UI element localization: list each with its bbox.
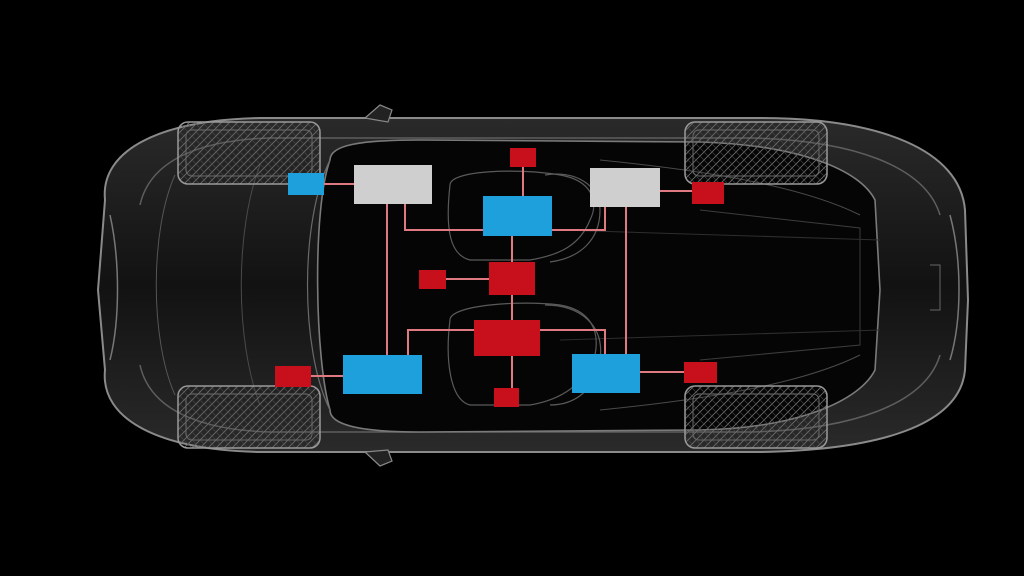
tire-front-right-icon [684,121,828,185]
module-blue-center [483,196,552,236]
module-red-top [510,148,536,167]
module-gray-front-right [590,168,660,207]
modules [275,148,724,407]
module-red-front-right-wheel [692,182,724,204]
tire-rear-left-icon [177,385,321,449]
module-red-rear-left-wheel [275,366,311,387]
module-gray-front-left [354,165,432,204]
wiring-harness [311,166,692,388]
module-red-lower-center [474,320,540,356]
module-blue-rear-right [572,354,640,393]
module-red-bottom [494,388,519,407]
module-red-center [489,262,535,295]
module-blue-rear-left [343,355,422,394]
module-red-center-small [419,270,446,289]
tire-front-left-icon [177,121,321,185]
module-blue-front-left-wheel [288,173,324,195]
tire-rear-right-icon [684,385,828,449]
module-red-rear-right-wheel [684,362,717,383]
